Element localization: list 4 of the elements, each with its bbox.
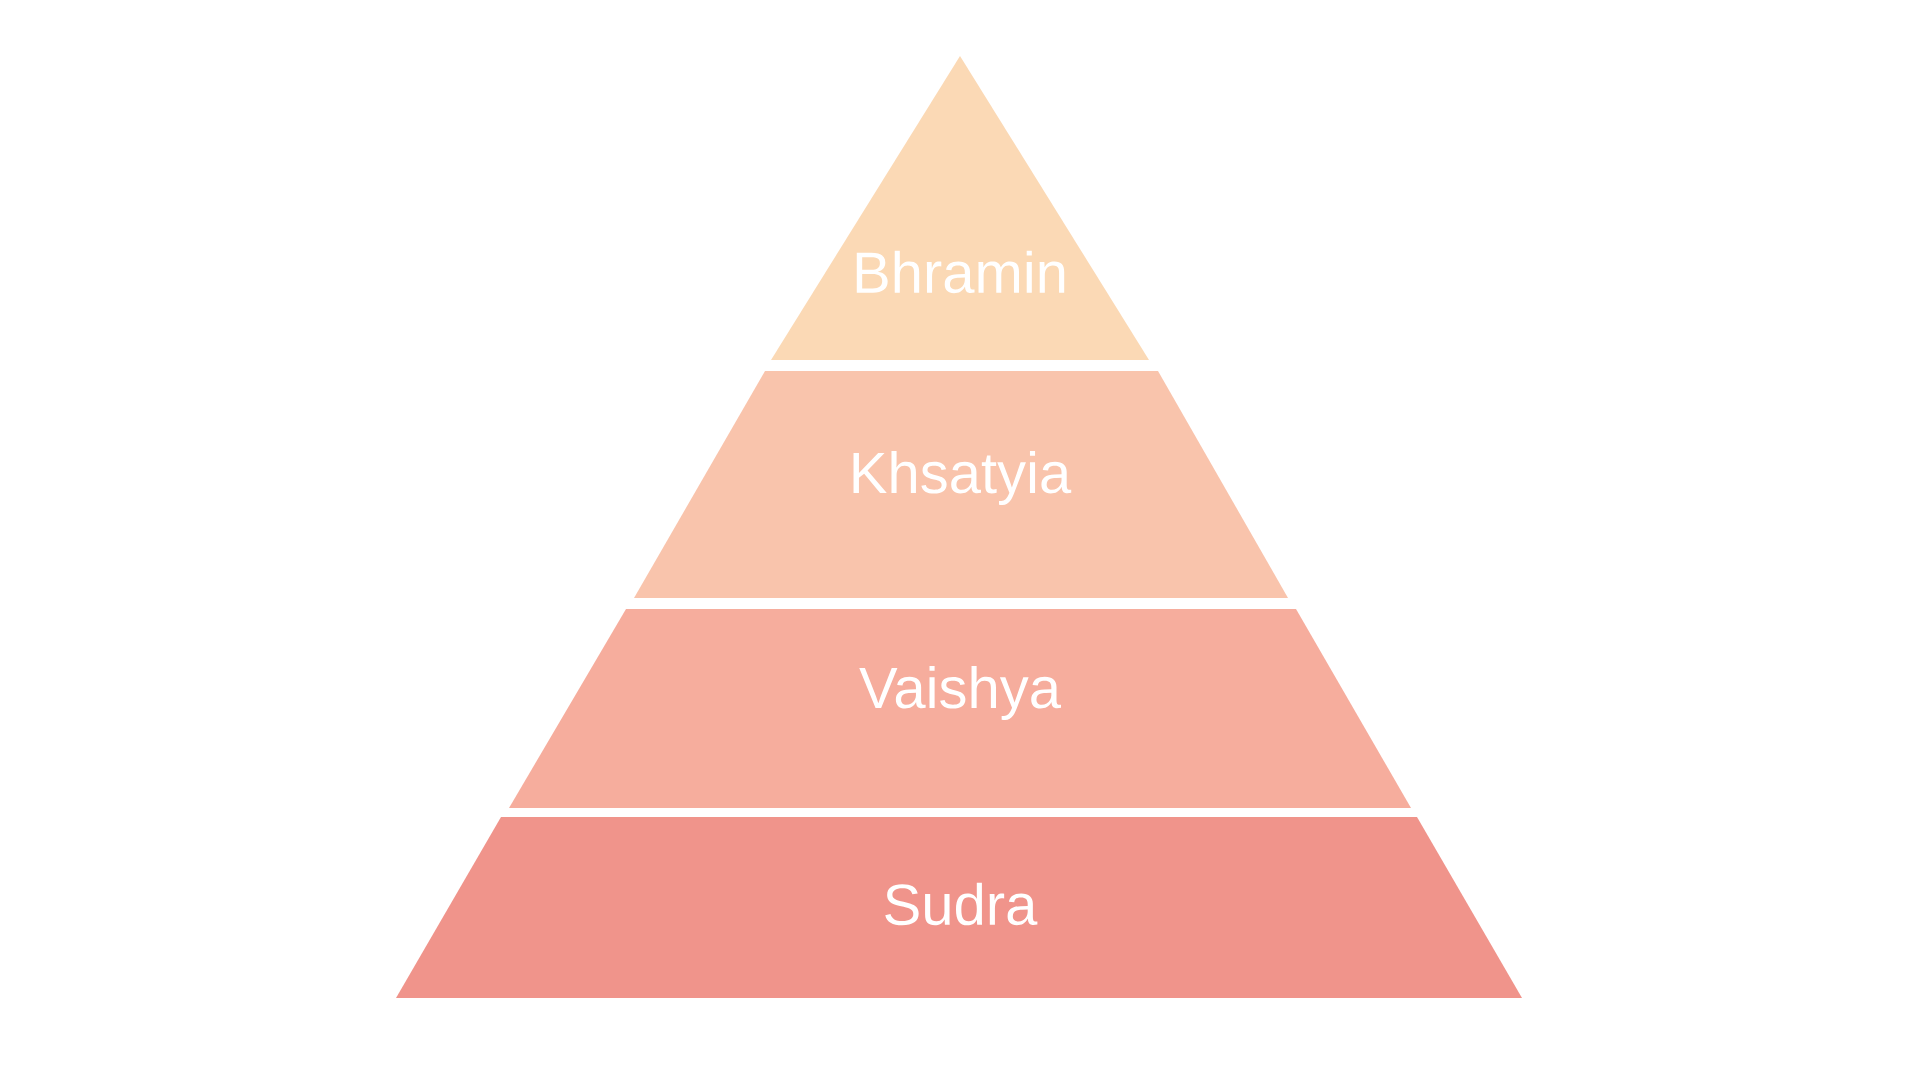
pyramid-tier: Bhramin xyxy=(771,56,1149,360)
pyramid-tier: Sudra xyxy=(396,817,1522,998)
pyramid-tier: Khsatyia xyxy=(634,371,1288,598)
pyramid-tier: Vaishya xyxy=(509,609,1411,808)
